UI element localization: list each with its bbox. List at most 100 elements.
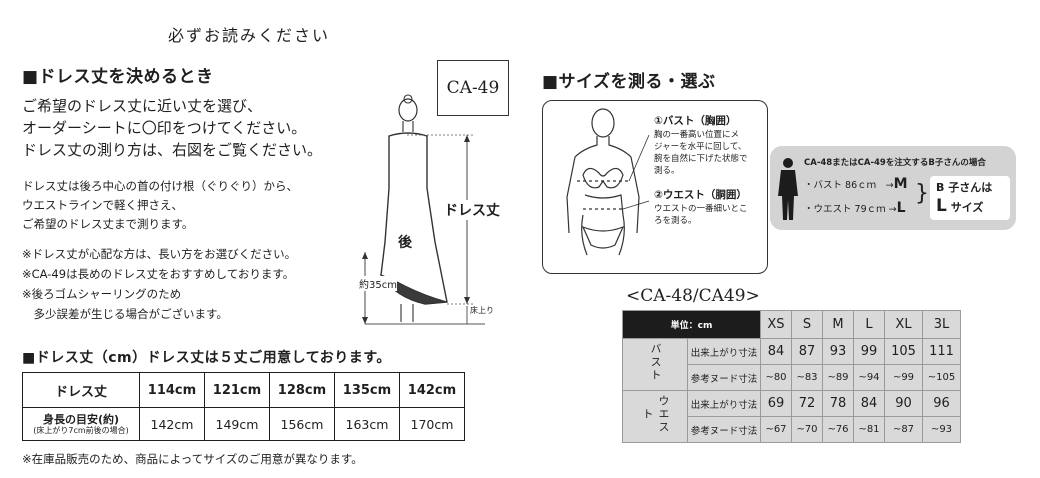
table-cell: 149cm	[204, 407, 270, 441]
measure-line: ウエストラインで軽く押さえ、	[22, 198, 183, 212]
height-guide-sublabel: (床上がり7cm前後の場合)	[33, 425, 129, 435]
dress-length-label: ドレス丈	[444, 200, 500, 220]
size-header: L	[853, 310, 885, 339]
table-cell: 93	[822, 338, 854, 365]
table-cell: ~70	[791, 416, 823, 443]
example-waist-line: ・ウエスト 79ｃｍ →L	[804, 200, 906, 216]
floor-label: 床上り	[470, 306, 494, 315]
table-row-header: 身長の目安(約) (床上がり7cm前後の場合)	[22, 407, 140, 441]
size-header: M	[822, 310, 854, 339]
bust-group-text: バスト	[649, 343, 662, 382]
table-row: ドレス丈 114cm 121cm 128cm 135cm 142cm	[22, 372, 465, 408]
example-bust-text: ・バスト 86ｃｍ →	[804, 180, 894, 191]
table-cell: 87	[791, 338, 823, 365]
size-header: S	[791, 310, 823, 339]
table-cell: 84	[760, 338, 792, 365]
back-label: 後	[398, 235, 412, 251]
size-header: XL	[884, 310, 923, 339]
size-table-title: <CA-48/CA49>	[626, 286, 760, 306]
bust-desc-line: 胸の一番高い位置にメ	[654, 130, 740, 140]
row-label: 参考ヌード寸法	[687, 416, 761, 443]
note-line: ※後ろゴムシャーリングのため	[22, 287, 182, 301]
table-cell: 128cm	[269, 372, 335, 408]
bust-group-label: バスト	[622, 338, 688, 391]
waist-group-text: ウエスト	[641, 395, 670, 434]
table-row: 身長の目安(約) (床上がり7cm前後の場合) 142cm 149cm 156c…	[22, 407, 465, 441]
table-cell: 114cm	[139, 372, 205, 408]
table-cell: ~76	[822, 416, 854, 443]
table-cell: 163cm	[334, 407, 400, 441]
size-header: 3L	[922, 310, 961, 339]
table-cell: ~93	[922, 416, 961, 443]
example-waist-text: ・ウエスト 79ｃｍ →	[804, 204, 897, 215]
bust-desc-line: ジャーを水平に回して、	[654, 142, 747, 152]
table-cell: ~83	[791, 364, 823, 391]
result-suffix: サイズ	[950, 201, 984, 214]
intro-line: オーダーシートに〇印をつけてください。	[22, 119, 307, 137]
bust-desc-line: 腕を自然に下げた状態で	[654, 154, 748, 164]
product-code: CA-49	[446, 78, 500, 98]
table-row: 参考ヌード寸法 ~67 ~70 ~76 ~81 ~87 ~93	[623, 416, 961, 443]
table-row: 参考ヌード寸法 ~80 ~83 ~89 ~94 ~99 ~105	[623, 364, 961, 391]
bracket-icon: }	[915, 181, 929, 206]
waist-desc-line: ろを測る。	[654, 216, 697, 226]
result-line: B 子さんは	[936, 181, 993, 194]
measure-line: ドレス丈は後ろ中心の首の付け根（ぐりぐり）から、	[22, 179, 298, 193]
waist-description: ウエストの一番細いとこ ろを測る。	[654, 203, 748, 227]
waist-desc-line: ウエストの一番細いとこ	[654, 204, 748, 214]
waist-group-label: ウエスト	[622, 390, 688, 443]
row-label: 出来上がり寸法	[687, 390, 761, 417]
table-cell: 142cm	[139, 407, 205, 441]
waist-title: ②ウエスト（胴囲）	[654, 189, 747, 201]
table-cell: 156cm	[269, 407, 335, 441]
table-cell: 135cm	[334, 372, 400, 408]
table-row: ウエスト 出来上がり寸法 69 72 78 84 90 96	[622, 390, 961, 443]
dress-table-heading: ■ドレス丈（cm）ドレス丈は５丈ご用意しております。	[22, 350, 391, 366]
note-line: ※CA-49は長めのドレス丈をおすすめしております。	[22, 267, 295, 281]
table-cell: 78	[822, 390, 854, 417]
table-row: バスト 出来上がり寸法 84 87 93 99 105 111	[622, 338, 961, 391]
table-cell: 72	[791, 390, 823, 417]
intro-text: ご希望のドレス丈に近い丈を選び、 オーダーシートに〇印をつけてください。 ドレス…	[22, 95, 322, 161]
table-cell: ~89	[822, 364, 854, 391]
measure-text: ドレス丈は後ろ中心の首の付け根（ぐりぐり）から、 ウエストラインで軽く押さえ、 …	[22, 177, 298, 234]
size-heading: ■サイズを測る・選ぶ	[542, 72, 716, 92]
table-cell: 111	[922, 338, 961, 365]
table-cell: ~87	[884, 416, 923, 443]
bust-title: ①バスト（胸囲）	[654, 115, 737, 127]
table-cell: ~94	[853, 364, 885, 391]
table-cell: ~99	[884, 364, 923, 391]
dress-length-table: ドレス丈 114cm 121cm 128cm 135cm 142cm 身長の目安…	[22, 372, 465, 441]
intro-line: ドレス丈の測り方は、右図をご覧ください。	[22, 141, 323, 159]
dress-length-heading: ■ドレス丈を決めるとき	[22, 67, 214, 87]
table-cell: 99	[853, 338, 885, 365]
note-line: 多少誤差が生じる場合がございます。	[22, 307, 228, 321]
table-cell: 142cm	[399, 372, 465, 408]
intro-line: ご希望のドレス丈に近い丈を選び、	[22, 97, 263, 115]
example-panel: CA-48またはCA-49を注文するB子さんの場合 ・バスト 86ｃｍ →M ・…	[770, 146, 1016, 230]
measurement-panel: ①バスト（胸囲） 胸の一番高い位置にメ ジャーを水平に回して、 腕を自然に下げた…	[542, 100, 768, 274]
body-figure	[566, 108, 650, 256]
person-silhouette-icon	[778, 158, 798, 220]
height-guide-label: 身長の目安(約)	[42, 412, 120, 426]
product-code-box: CA-49	[437, 60, 509, 116]
note-line: ※ドレス丈が心配な方は、長い方をお選びください。	[22, 247, 297, 261]
size-table: 単位：cm XS S M L XL 3L バスト 出来上がり寸法 84 87 9…	[622, 310, 961, 443]
table-cell: 69	[760, 390, 792, 417]
row-label: 参考ヌード寸法	[687, 364, 761, 391]
notes-block: ※ドレス丈が心配な方は、長い方をお選びください。 ※CA-49は長めのドレス丈を…	[22, 244, 296, 324]
example-bust-line: ・バスト 86ｃｍ →M	[804, 176, 908, 192]
bust-description: 胸の一番高い位置にメ ジャーを水平に回して、 腕を自然に下げた状態で 測る。	[654, 129, 748, 177]
read-me-note: 必ずお読みください	[168, 26, 331, 45]
result-box: B 子さんは L サイズ	[930, 176, 1010, 220]
bust-desc-line: 測る。	[654, 166, 680, 176]
example-title: CA-48またはCA-49を注文するB子さんの場合	[804, 158, 986, 168]
example-bust-size: M	[893, 176, 908, 192]
approx-35cm-label: 約35cm	[359, 276, 397, 291]
unit-label: 単位：cm	[622, 310, 761, 339]
table-cell: 105	[884, 338, 923, 365]
table-cell: ~81	[853, 416, 885, 443]
stock-footnote: ※在庫品販売のため、商品によってサイズのご用意が異なります。	[22, 452, 363, 466]
table-cell: ~105	[922, 364, 961, 391]
example-waist-size: L	[896, 200, 906, 216]
